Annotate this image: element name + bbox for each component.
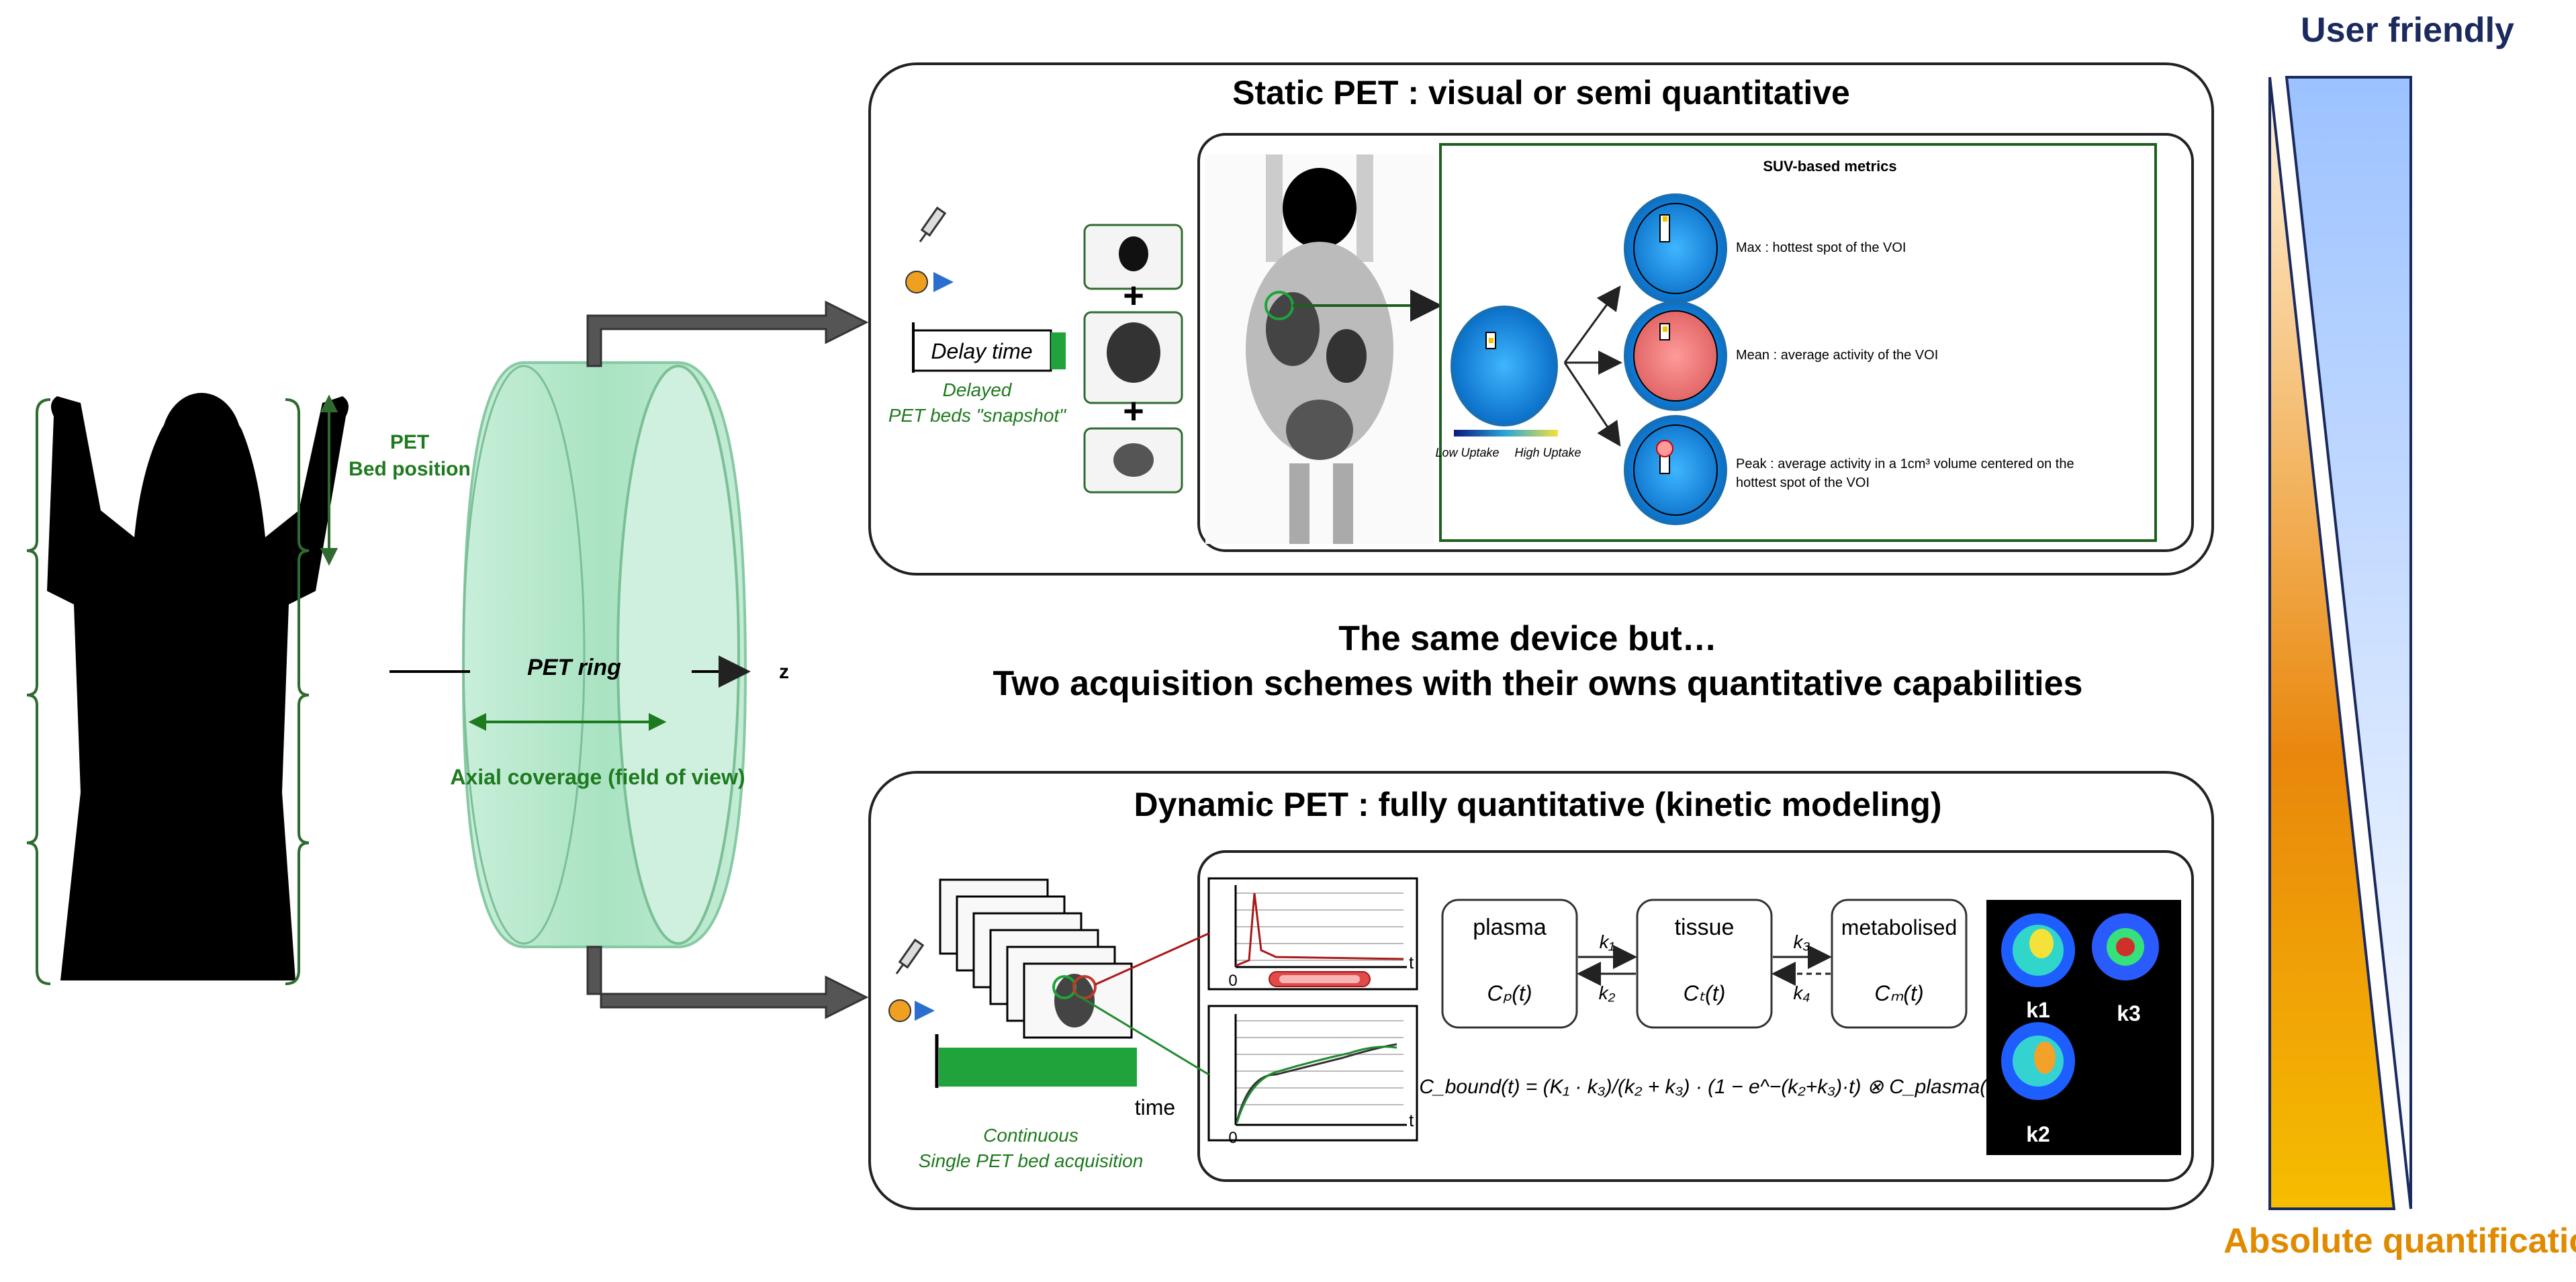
connector-to-static [586, 300, 869, 367]
absolute-quantification-label: Absolute quantification [2223, 1222, 2576, 1261]
static-panel-title: Static PET : visual or semi quantitative [1232, 74, 1850, 111]
rate-k2: k₂ [1599, 982, 1616, 1003]
rate-k1: k₁ [1600, 931, 1615, 952]
body-silhouette [47, 393, 349, 980]
z-axis-label: z [779, 661, 789, 683]
compartment-plasma-label: plasma [1473, 915, 1547, 940]
plasma-curve-plot [1207, 877, 1418, 991]
pet-ring [461, 361, 747, 948]
param-map-label-k1: k1 [2026, 998, 2050, 1022]
axial-coverage-arrow [468, 713, 667, 731]
tissue-axis-t: t [1409, 1110, 1414, 1130]
whole-body-mip [1205, 154, 1442, 544]
rate-k3: k₃ [1793, 931, 1810, 952]
syringe-icon [919, 206, 947, 242]
rate-arrows [1577, 945, 1832, 986]
bed-braces [26, 398, 310, 985]
metric-peak-label-line2: hottest spot of the VOI [1736, 475, 1870, 490]
bed-label-line2: Bed position [349, 458, 471, 480]
compartment-metabolised-label: metabolised [1841, 915, 1958, 940]
suv-metrics-panel [1439, 143, 2157, 542]
radioactive-icon [905, 271, 954, 293]
dynamic-time-label: time [1135, 1095, 1175, 1119]
parametric-maps [1986, 900, 2181, 1155]
dynamic-panel-title: Dynamic PET : fully quantitative (kineti… [1134, 786, 1942, 823]
compartment-tissue-conc: Cₜ(t) [1684, 981, 1726, 1005]
dynamic-acq-bar [939, 1048, 1137, 1087]
metric-mean-label: Mean : average activity of the VOI [1736, 348, 1938, 363]
compartment-metabolised-conc: Cₘ(t) [1874, 981, 1923, 1005]
middle-text-line1: The same device but… [1338, 619, 1717, 658]
uptake-scale-high: High Uptake [1514, 446, 1581, 459]
delay-time-bar [1051, 332, 1066, 369]
bed-label-line1: PET [390, 431, 429, 453]
plasma-axis-zero: 0 [1228, 972, 1237, 990]
uptake-scale-low: Low Uptake [1435, 446, 1499, 459]
dynamic-caption-line1: Continuous [983, 1125, 1078, 1146]
binding-equation: C_bound(t) = (K₁ · k₃)/(k₂ + k₃) · (1 − … [1419, 1076, 1998, 1098]
rate-k4: k₄ [1793, 982, 1810, 1003]
svg-text:+: + [1123, 275, 1144, 316]
voi-disc-max [1624, 193, 1727, 304]
voi-disc-mean [1624, 301, 1727, 411]
metric-branch-arrows [1563, 285, 1622, 447]
metric-peak-label-line1: Peak : average activity in a 1cm³ volume… [1736, 457, 2074, 471]
radioactive-icon-dynamic [888, 999, 935, 1022]
axial-coverage-label: Axial coverage (field of view) [450, 765, 745, 789]
compartment-metabolised [1831, 899, 1968, 1029]
dynamic-frames-stack [939, 878, 1133, 1039]
frame-to-plot-links [1074, 932, 1209, 1076]
user-friendly-wedge [2285, 76, 2412, 1209]
middle-text-line2: Two acquisition schemes with their owns … [993, 664, 2083, 703]
tissue-axis-zero: 0 [1228, 1129, 1237, 1147]
static-caption-line1: Delayed [943, 379, 1013, 400]
tissue-curve-plot [1207, 1005, 1418, 1142]
plasma-axis-t: t [1409, 952, 1414, 972]
voi-disc-peak [1624, 415, 1727, 525]
compartment-plasma-conc: Cₚ(t) [1487, 981, 1532, 1005]
uptake-scale-bar [1454, 430, 1558, 437]
ring-label: PET ring [527, 655, 621, 680]
delay-time-label: Delay time [931, 339, 1032, 363]
svg-text:+: + [1123, 391, 1144, 431]
dynamic-caption-line2: Single PET bed acquisition [919, 1150, 1144, 1171]
syringe-icon-dynamic [895, 938, 925, 974]
voi-disc-source [1451, 306, 1558, 426]
user-friendly-label: User friendly [2301, 11, 2514, 50]
connector-to-dynamic [586, 946, 869, 1019]
absolute-quant-wedge [2268, 77, 2396, 1210]
param-map-label-k2: k2 [2026, 1122, 2050, 1146]
pet-bed-snapshots: + + [1083, 224, 1183, 494]
bed-position-arrow [320, 394, 338, 566]
param-map-label-k3: k3 [2117, 1001, 2141, 1025]
metric-max-label: Max : hottest spot of the VOI [1736, 240, 1906, 255]
static-caption-line2: PET beds "snapshot" [888, 405, 1066, 426]
compartment-tissue-label: tissue [1675, 915, 1735, 940]
suv-metrics-title: SUV-based metrics [1763, 158, 1896, 175]
